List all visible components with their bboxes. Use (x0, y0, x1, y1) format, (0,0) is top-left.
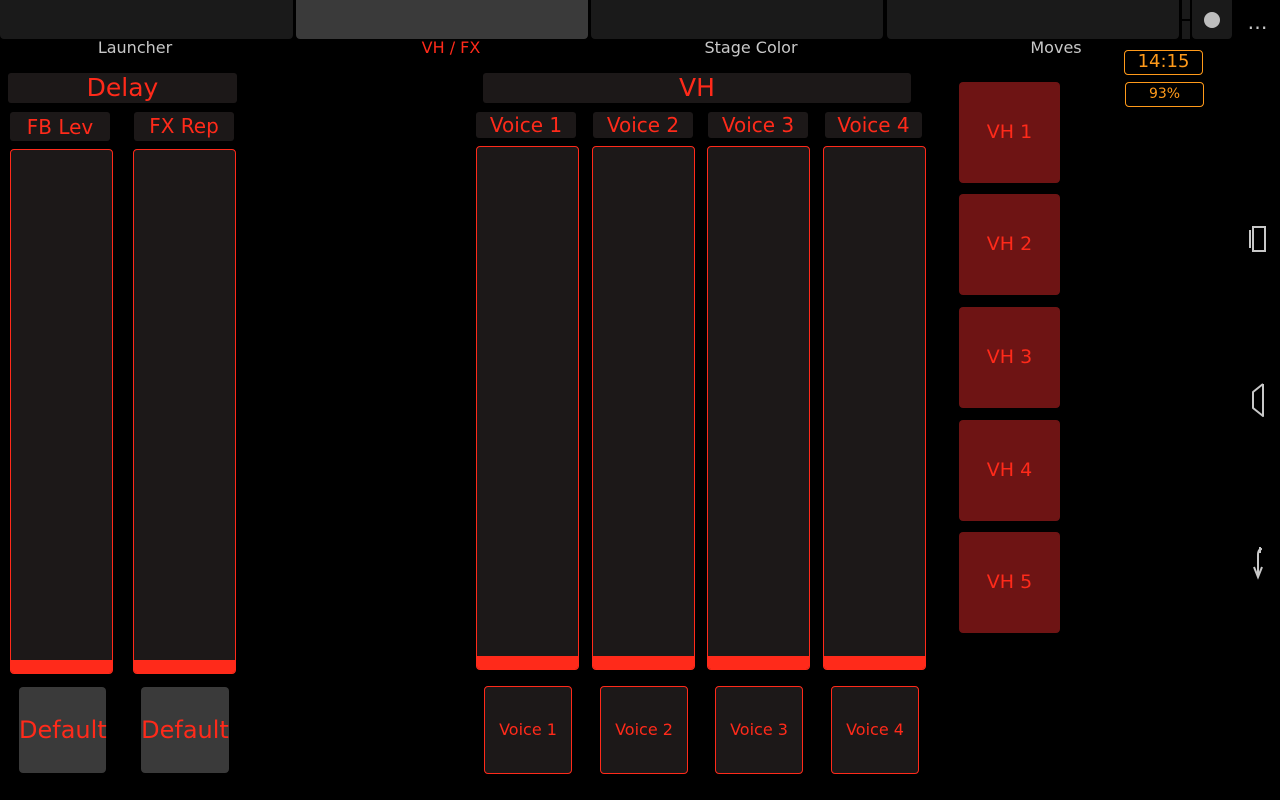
tab-stage-color[interactable] (591, 0, 883, 39)
overflow-menu-icon[interactable]: … (1247, 10, 1269, 34)
fader-fill (593, 656, 694, 669)
recent-apps-icon[interactable] (1240, 220, 1276, 256)
fader-label-voice-3: Voice 3 (708, 112, 808, 138)
small-toggle-bottom[interactable] (1182, 21, 1190, 39)
small-toggle-top[interactable] (1182, 0, 1190, 19)
voice-button-4[interactable]: Voice 4 (831, 686, 919, 774)
tab-moves[interactable] (887, 0, 1179, 39)
fader-voice-3[interactable] (707, 146, 810, 670)
fader-label-fx-rep: FX Rep (134, 112, 234, 141)
vh-button-4[interactable]: VH 4 (959, 420, 1060, 521)
record-dot-icon (1204, 12, 1220, 28)
fader-label-fb-lev: FB Lev (10, 112, 110, 141)
tab-label-stage-color: Stage Color (704, 38, 798, 57)
delay-title: Delay (8, 73, 237, 103)
back-icon[interactable] (1240, 382, 1276, 418)
tab-label-launcher: Launcher (97, 38, 173, 57)
fader-fill (477, 656, 578, 669)
tab-label-vh-fx: VH / FX (421, 38, 481, 57)
vh-title: VH (483, 73, 911, 103)
fader-fill (134, 660, 235, 673)
fader-fill (824, 656, 925, 669)
fader-voice-1[interactable] (476, 146, 579, 670)
default-button-fb-lev[interactable]: Default (19, 687, 107, 773)
vh-button-3[interactable]: VH 3 (959, 307, 1060, 408)
battery-display: 93% (1125, 82, 1204, 107)
vh-button-2[interactable]: VH 2 (959, 194, 1060, 295)
vh-button-1[interactable]: VH 1 (959, 82, 1060, 183)
default-button-fx-rep[interactable]: Default (141, 687, 229, 773)
fader-label-voice-1: Voice 1 (476, 112, 576, 138)
fader-fill (708, 656, 809, 669)
tab-vh-fx[interactable] (296, 0, 588, 39)
vh-button-5[interactable]: VH 5 (959, 532, 1060, 633)
clock-display: 14:15 (1124, 50, 1203, 75)
home-icon[interactable] (1240, 545, 1276, 581)
fader-label-voice-4: Voice 4 (825, 112, 922, 138)
tab-launcher[interactable] (0, 0, 293, 39)
voice-button-2[interactable]: Voice 2 (600, 686, 688, 774)
fader-label-voice-2: Voice 2 (593, 112, 693, 138)
tab-label-moves: Moves (1030, 38, 1082, 57)
fader-fill (11, 660, 112, 673)
voice-button-1[interactable]: Voice 1 (484, 686, 572, 774)
fader-fx-rep[interactable] (133, 149, 236, 674)
fader-voice-2[interactable] (592, 146, 695, 670)
voice-button-3[interactable]: Voice 3 (715, 686, 803, 774)
fader-voice-4[interactable] (823, 146, 926, 670)
fader-fb-lev[interactable] (10, 149, 113, 674)
